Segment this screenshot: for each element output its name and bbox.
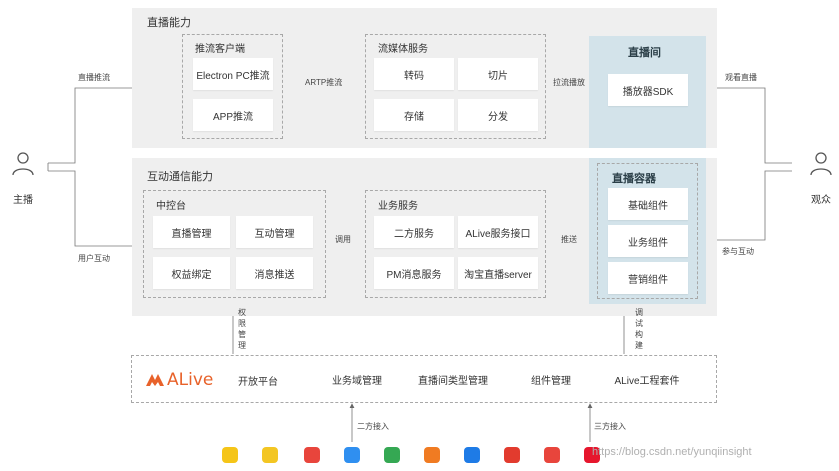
live-container-title: 直播容器 — [612, 173, 656, 185]
business-component-box: 业务组件 — [608, 225, 688, 257]
live-capability-title: 直播能力 — [147, 17, 191, 29]
call-edge-label: 调用 — [335, 235, 351, 244]
user-interaction-edge-label: 用户互动 — [78, 254, 110, 263]
participate-edge-label: 参与互动 — [722, 247, 754, 256]
taobao-live-server-box: 淘宝直播server — [458, 257, 538, 289]
alive-logo: ALive — [145, 370, 213, 390]
push-client-group — [182, 34, 283, 139]
electron-pc-push-box: Electron PC推流 — [193, 58, 273, 90]
rights-binding-box: 权益绑定 — [153, 257, 230, 289]
anchor-person-icon — [12, 152, 34, 176]
media-service-group — [365, 34, 546, 139]
interaction-management-box: 互动管理 — [236, 216, 313, 248]
red-app-icon — [544, 447, 560, 463]
room-type-management-item: 直播间类型管理 — [407, 364, 499, 394]
blue-text-app-icon — [464, 447, 480, 463]
pull-play-edge-label: 拉流播放 — [553, 78, 585, 87]
interaction-capability-title: 互动通信能力 — [147, 171, 213, 183]
second-party-access-label: 二方接入 — [357, 422, 389, 431]
yellow-app-icon — [222, 447, 238, 463]
live-management-box: 直播管理 — [153, 216, 230, 248]
console-group — [143, 190, 326, 298]
base-component-box: 基础组件 — [608, 188, 688, 220]
live-room-title: 直播间 — [628, 47, 661, 59]
audience-label: 观众 — [811, 195, 831, 206]
blue-app-icon — [344, 447, 360, 463]
debug-build-edge-label: 调试构建 — [635, 308, 643, 350]
media-service-title: 流媒体服务 — [378, 44, 428, 55]
live-container-group — [597, 163, 698, 299]
marketing-component-box: 营销组件 — [608, 262, 688, 294]
player-sdk-box: 播放器SDK — [608, 74, 688, 106]
map-app-icon — [384, 447, 400, 463]
red-heart-app-icon — [304, 447, 320, 463]
audience-person-icon — [810, 152, 832, 176]
alive-logo-mark-icon — [146, 374, 164, 386]
watch-live-edge-label: 观看直播 — [725, 73, 757, 82]
storage-box: 存储 — [374, 99, 454, 131]
transcode-box: 转码 — [374, 58, 454, 90]
push-client-title: 推流客户端 — [195, 44, 245, 55]
yellow-face-app-icon — [262, 447, 278, 463]
slice-box: 切片 — [458, 58, 538, 90]
app-push-box: APP推流 — [193, 99, 273, 131]
orange-app-icon — [424, 447, 440, 463]
alive-logo-text: ALive — [167, 370, 214, 390]
red-car-app-icon — [504, 447, 520, 463]
rights-management-edge-label: 权限管理 — [238, 308, 246, 350]
watermark-text: https://blog.csdn.net/yunqiinsight — [592, 446, 752, 458]
second-party-service-box: 二方服务 — [374, 216, 454, 248]
third-party-access-label: 三方接入 — [594, 422, 626, 431]
weibo-app-icon — [584, 447, 600, 463]
open-platform-title: 开放平台 — [238, 377, 278, 388]
console-title: 中控台 — [156, 201, 186, 212]
open-platform-group — [131, 355, 717, 403]
alive-engineering-kit-item: ALive工程套件 — [604, 364, 690, 394]
distribution-box: 分发 — [458, 99, 538, 131]
push-edge-label: 推送 — [561, 235, 577, 244]
component-management-item: 组件管理 — [512, 364, 590, 394]
artp-push-edge-label: ARTP推流 — [305, 78, 343, 87]
live-push-edge-label: 直播推流 — [78, 73, 110, 82]
message-push-box: 消息推送 — [236, 257, 313, 289]
anchor-label: 主播 — [13, 195, 33, 206]
business-service-group — [365, 190, 546, 298]
business-service-title: 业务服务 — [378, 201, 418, 212]
alive-service-api-box: ALive服务接口 — [458, 216, 538, 248]
domain-management-item: 业务域管理 — [318, 364, 396, 394]
pm-message-service-box: PM消息服务 — [374, 257, 454, 289]
